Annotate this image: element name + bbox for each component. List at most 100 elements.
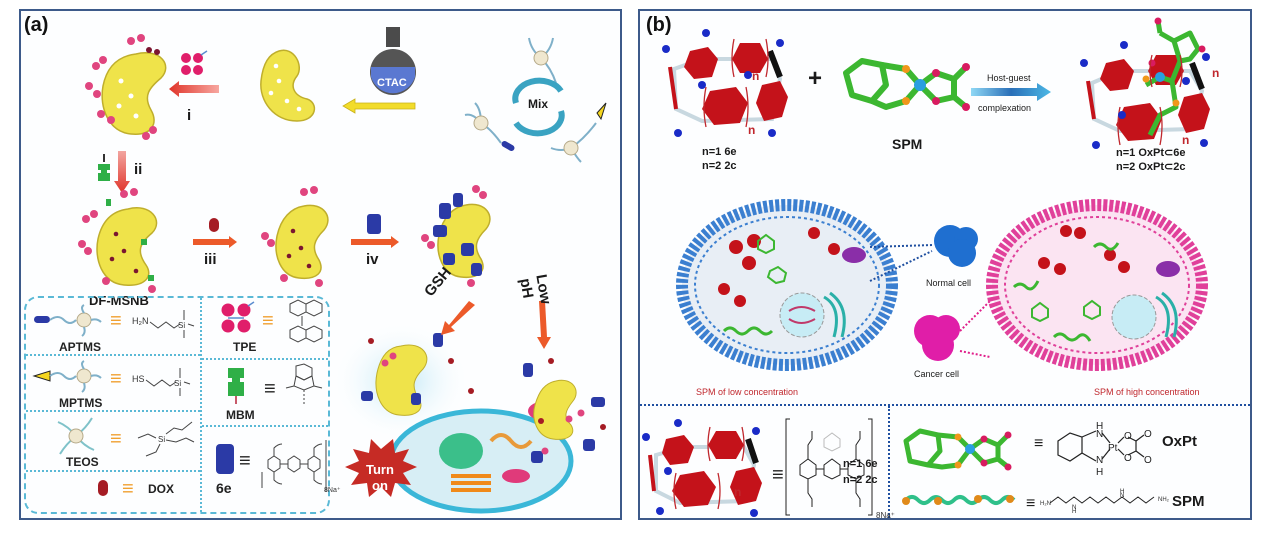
macrocycle-structure [785,418,873,516]
svg-text:Pt: Pt [1108,443,1118,454]
aptms-label: APTMS [59,340,101,354]
equiv-symbol: ≡ [110,428,122,450]
ph-label: pH [516,277,537,300]
tpe-structure [289,299,323,343]
svg-text:H: H [1072,509,1076,515]
legend-box: ≡ H₂N Si APTMS ≡ HS Si MPTMS ≡ [24,296,341,514]
svg-text:N: N [1120,493,1124,499]
bottom-host-caption-2: n=2 2c [843,474,878,486]
bottom-host-caption-1: n=1 6e [843,458,878,470]
step-ii-label: ii [134,161,143,178]
aptms-icon [34,304,102,337]
mix-label: Mix [528,97,549,111]
equiv-symbol: ≡ [110,310,122,332]
oxpt-molecule [843,58,970,111]
svg-text:N: N [1096,429,1103,440]
svg-text:H: H [1096,421,1103,432]
mptms-label: MPTMS [59,396,103,410]
oxpt-label: OxPt [1162,433,1198,450]
teos-structure: Si [137,421,195,457]
complexation-arrow [971,83,1051,101]
dox-icon [98,480,108,496]
svg-text:Si: Si [158,435,165,444]
host-caption-2: n=2 2c [702,160,737,172]
ctac-flask-icon [370,27,416,95]
panel-b: (b) n n n=1 6e n=2 2c + SPM Host-guest c… [638,9,1252,520]
dox-loaded-nanobean [261,186,329,287]
subscript-n: n [752,69,760,83]
subscript-n: n [748,123,756,137]
tpe-functionalized-nanobean [85,34,167,140]
panel-a-label: (a) [24,14,49,36]
6e-label: 6e [216,480,232,496]
step-iii-label: iii [204,251,217,268]
normal-cell-illustration [676,199,898,371]
legend-divider [202,358,328,360]
svg-text:O: O [1144,429,1152,440]
cancer-cell-icon [914,315,960,361]
cell-connectors [869,244,991,358]
complex-caption-2: n=2 OxPt⊂2c [1116,161,1186,173]
spm-key-label: SPM [1172,493,1205,510]
plus-sign: + [808,65,823,92]
ctac-label: CTAC [377,77,407,89]
mptms-icon [32,360,102,393]
df-msnb-nanobean [78,188,158,293]
bottom-divider [640,404,1250,406]
svg-text:Si: Si [174,379,181,388]
mbm-icon [228,368,244,404]
mbm-structure [285,363,323,404]
cell-release-illustration [331,301,606,514]
equiv-symbol: ≡ [264,378,276,400]
svg-text:H: H [1096,467,1103,478]
mix-precursors [464,37,607,163]
turn-on-label-line2: on [372,478,388,493]
equiv-symbol: ≡ [262,310,274,332]
equiv-symbol: ≡ [772,464,784,486]
subscript-n: n [734,485,742,499]
aptms-h2n: H₂N [132,316,149,326]
host-macrocycle-6e-2c [662,29,788,137]
step-iv-arrow [351,236,399,248]
oxpt-key-icon [903,428,1012,471]
host-guest-complex [1080,17,1210,149]
legend-divider [202,425,328,427]
subscript-n: n [1182,133,1190,147]
macrocycle-key-icon [642,419,762,517]
legend-divider [26,470,200,472]
legend-divider [26,354,200,356]
bottom-na-label: 8Na⁺ [876,511,895,520]
cancer-cell-label: Cancer cell [914,369,960,379]
tpe-reagent-icon [181,50,208,75]
6e-na-label: 8Na⁺ [324,487,341,494]
6e-structure [261,440,327,492]
teos-icon [57,417,95,455]
host-guest-label: Host-guest [987,73,1031,83]
equiv-symbol: ≡ [122,478,134,500]
cancer-cell-illustration [986,199,1208,371]
complex-caption-1: n=1 OxPt⊂6e [1116,147,1186,159]
step-iv-label: iv [366,251,379,268]
svg-text:Si: Si [178,321,185,330]
subscript-n: n [1212,66,1220,80]
spm-label: SPM [892,136,923,152]
svg-text:H: H [1120,489,1124,495]
mesoporous-nanobean [260,49,316,122]
aptms-structure: Si [149,310,195,338]
mbm-label: MBM [226,408,255,422]
step-i-arrow [169,81,219,97]
equiv-symbol: ≡ [1034,435,1044,452]
teos-label: TEOS [66,455,99,469]
dox-reagent-icon [209,218,219,232]
capped-nanobean [421,185,491,287]
svg-text:O: O [1124,431,1132,442]
svg-text:N: N [1072,505,1076,511]
complexation-label: complexation [978,103,1032,113]
step-ii-arrow [114,151,130,193]
normal-cell-label: Normal cell [926,278,972,288]
6e-reagent-icon [367,214,381,234]
legend-divider [26,410,200,412]
mbm-reagent-icon [98,154,110,181]
